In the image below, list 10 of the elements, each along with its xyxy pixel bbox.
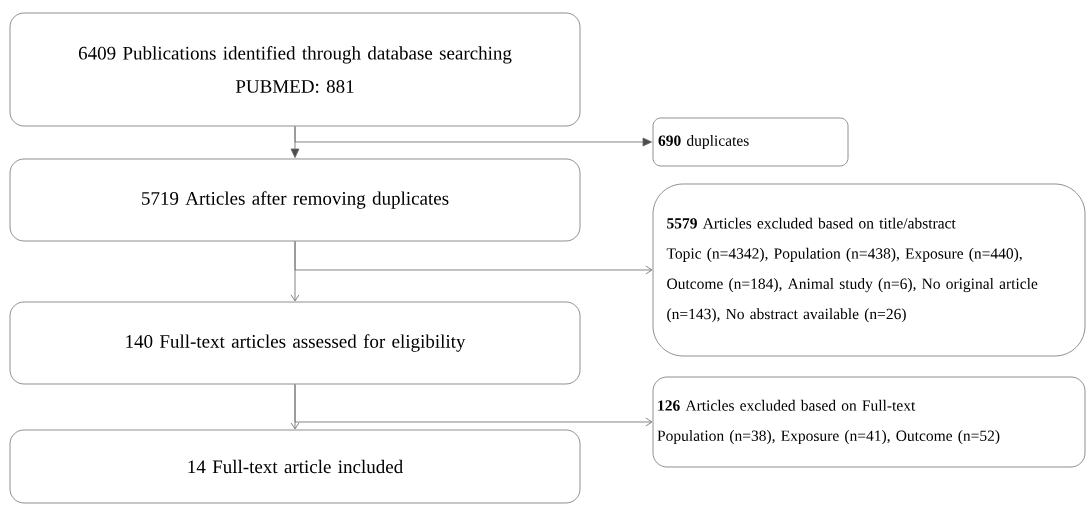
process-box: 6409 Publications identified through database searching PUBMED: 881	[9, 12, 581, 127]
exclusion-box: 126 Articles excluded based on Full-text Population (n=38), Exposure (n=41), Outcome (n=52)	[652, 376, 1086, 468]
arrow	[294, 241, 653, 275]
arrow	[294, 384, 653, 427]
process-box: 140 Full-text articles assessed for eligibility	[9, 301, 581, 385]
process-box: 5719 Articles after removing duplicates	[9, 158, 581, 242]
process-box: 14 Full-text article included	[9, 429, 581, 504]
exclusion-box: 690 duplicates	[652, 117, 849, 167]
exclusion-box: 5579 Articles excluded based on title/abstract Topic (n=4342), Population (n=438), Exposure (n=440), Outcome (n=184), Animal study (n=6), No original article (n=143), No abstract available (n=26)	[652, 183, 1086, 357]
arrow	[294, 126, 653, 147]
